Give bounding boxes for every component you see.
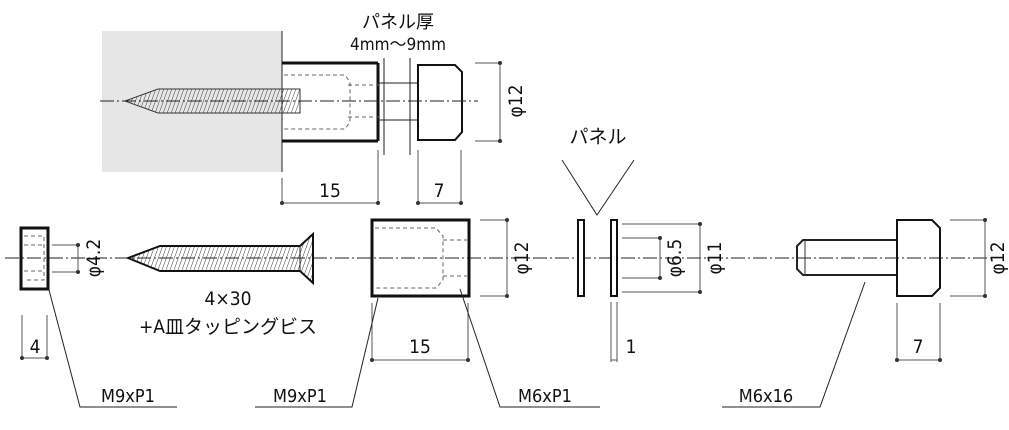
washer-back	[610, 219, 618, 297]
tapping-screw-part: 4×30 +A皿タッピングビス	[125, 231, 317, 338]
assembled-view: パネル厚 4mm〜9mm φ12 15 7	[100, 12, 527, 205]
panel-inner-diameter: φ6.5	[664, 239, 686, 277]
assembly-diameter: φ12	[505, 84, 527, 117]
sleeve-part: φ12 15 M9xP1 M6xP1	[255, 218, 600, 408]
sleeve-inner-thread: M6xP1	[518, 386, 572, 407]
screw-name: +A皿タッピングビス	[139, 316, 317, 338]
nut-thread-label: M9xP1	[101, 386, 155, 407]
sleeve-length-dim: 15	[319, 180, 341, 202]
panel-label: パネル	[569, 126, 626, 148]
washer-front	[577, 219, 585, 297]
sleeve-diameter: φ12	[511, 241, 533, 274]
panel-thickness-range: 4mm〜9mm	[350, 35, 446, 55]
sleeve-outer-thread: M9xP1	[273, 386, 327, 407]
nut-thickness: 4	[30, 336, 41, 358]
bolt-thread: M6x16	[739, 386, 793, 407]
panel-thickness-label: パネル厚	[362, 12, 434, 33]
assembled-sleeve	[282, 61, 380, 143]
sleeve-length: 15	[409, 336, 431, 358]
panel-part: パネル φ6.5 φ11 1	[561, 126, 726, 362]
panel-outer-diameter: φ11	[704, 241, 726, 274]
panel-thickness: 1	[626, 336, 637, 358]
nut-diameter: φ4.2	[83, 239, 105, 277]
screw-size: 4×30	[205, 288, 252, 310]
nut-part: φ4.2 4 M9xP1	[19, 226, 177, 408]
bolt-length: 7	[913, 336, 924, 358]
cap-bolt-part: φ12 7 M6x16	[722, 218, 1009, 408]
bolt-diameter: φ12	[987, 241, 1009, 274]
assembled-cap	[417, 64, 463, 141]
cap-length-dim: 7	[434, 180, 445, 202]
